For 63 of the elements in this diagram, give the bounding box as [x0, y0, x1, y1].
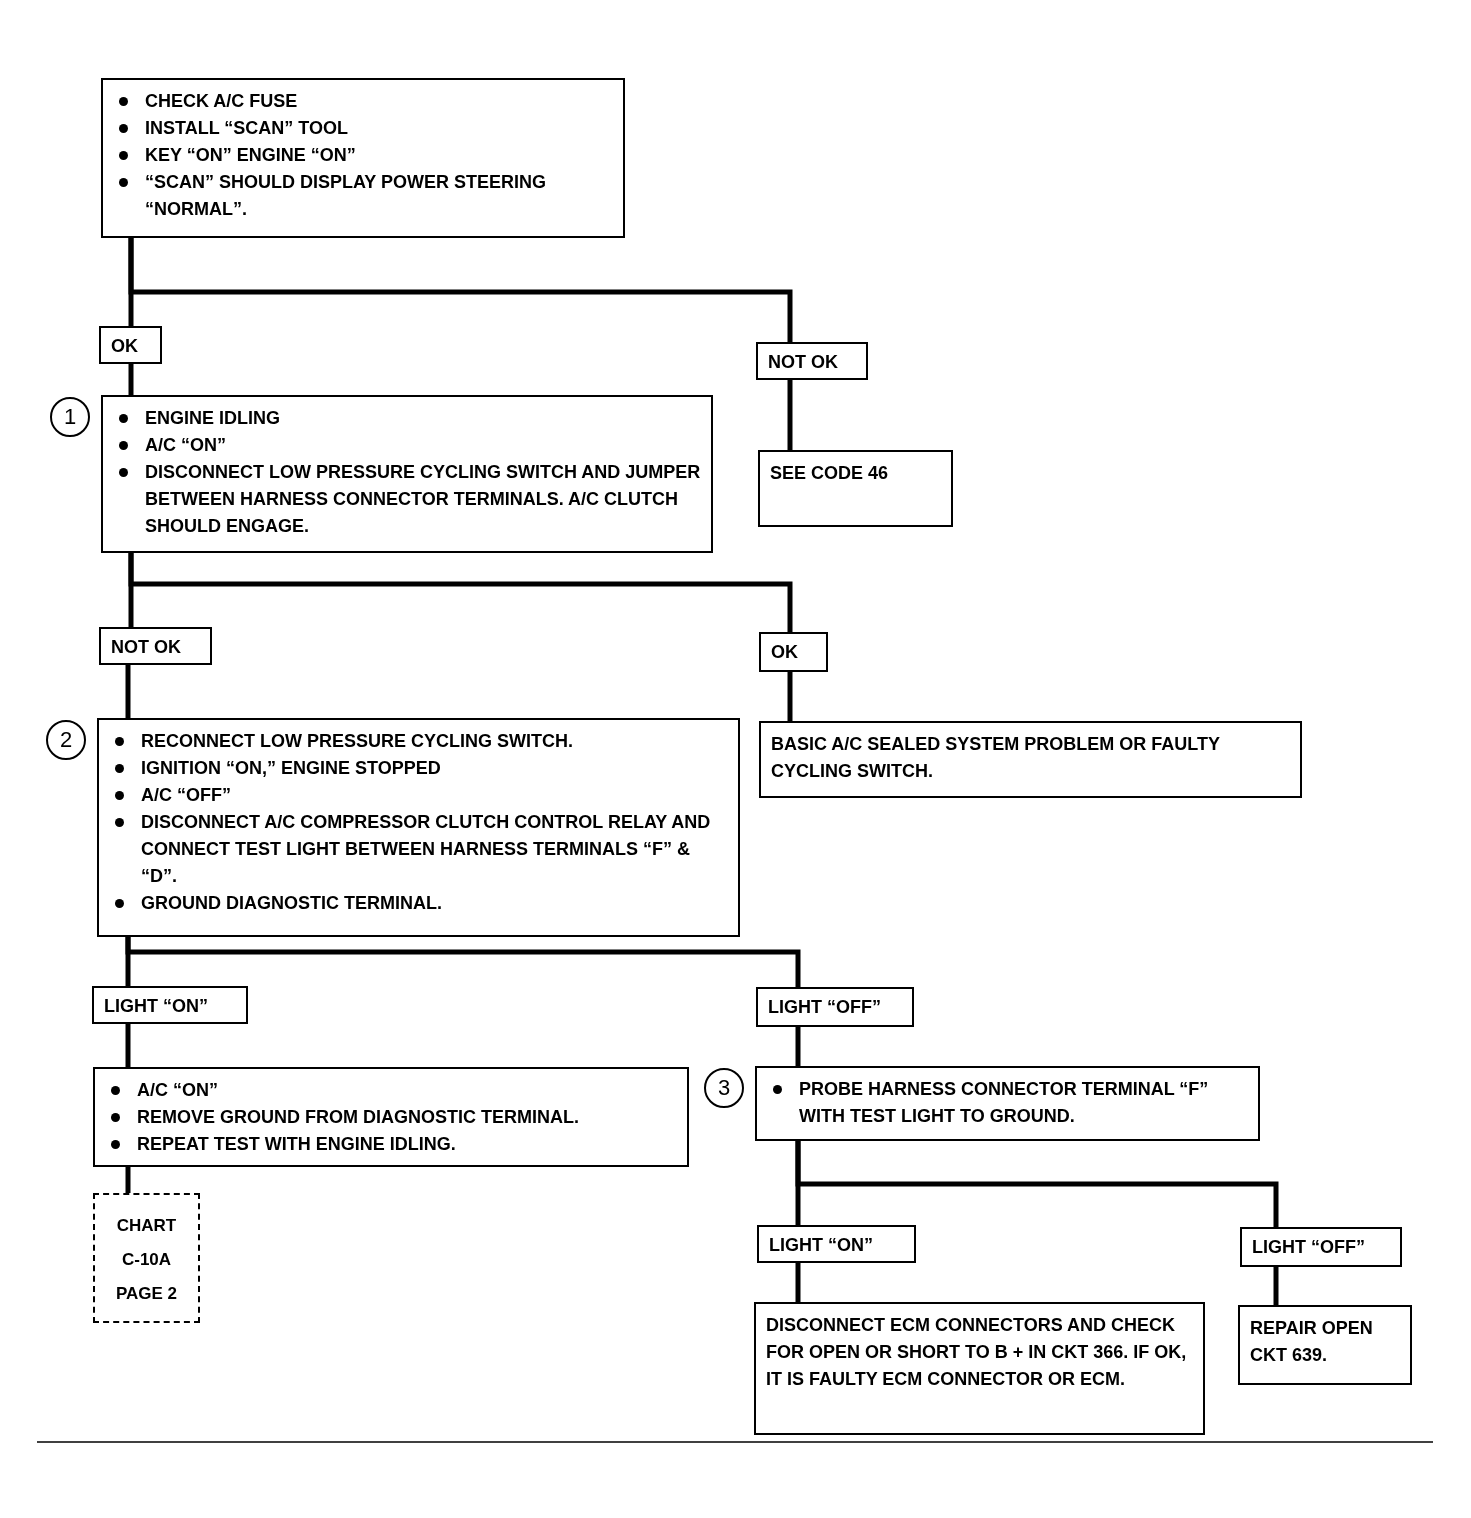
connector-line: [128, 553, 793, 632]
step-text: INSTALL “SCAN” TOOL: [145, 118, 348, 138]
step-text: LIGHT “ON”: [104, 996, 208, 1016]
connector-line: [128, 238, 793, 342]
step-text: IGNITION “ON,” ENGINE STOPPED: [141, 758, 441, 778]
connector-line: [795, 1027, 801, 1066]
step-text: A/C “ON”: [145, 435, 226, 455]
result-tag: [756, 987, 914, 1027]
connector-line: [128, 364, 134, 395]
result-tag: [756, 342, 868, 380]
result-tag: [99, 627, 212, 665]
step-text: DISCONNECT LOW PRESSURE CYCLING SWITCH AND JUMPER BETWEEN HARNESS CONNECTOR TERMINALS. A/C CLUTCH SHOULD ENGAGE.: [145, 462, 701, 536]
reference-box: [93, 1193, 200, 1323]
step-text: CHECK A/C FUSE: [145, 91, 298, 111]
connector-line: [125, 1167, 131, 1193]
connector-line: [795, 1141, 1279, 1227]
action-box: [1238, 1305, 1412, 1385]
connector-line: [795, 1263, 801, 1302]
step-text: NOT OK: [768, 352, 838, 372]
connector-line: [787, 380, 793, 450]
connector-line: [125, 1024, 131, 1067]
step-text: REPAIR OPEN CKT 639.: [1250, 1318, 1373, 1365]
step-box: [93, 1067, 689, 1167]
step-text: LIGHT “OFF”: [1252, 1237, 1365, 1257]
step-text: LIGHT “ON”: [769, 1235, 873, 1255]
step-text: SEE CODE 46: [770, 463, 889, 483]
connector-line: [125, 665, 131, 718]
step-text: REMOVE GROUND FROM DIAGNOSTIC TERMINAL.: [137, 1107, 579, 1127]
step-number: 2: [46, 720, 86, 760]
step-text: PROBE HARNESS CONNECTOR TERMINAL “F” WITH TEST LIGHT TO GROUND.: [799, 1079, 1209, 1126]
step-text: REPEAT TEST WITH ENGINE IDLING.: [137, 1134, 456, 1154]
step-box: [101, 78, 625, 238]
action-box: [754, 1302, 1205, 1435]
action-box: [758, 450, 953, 527]
step-text: LIGHT “OFF”: [768, 997, 881, 1017]
step-number: 3: [704, 1068, 744, 1108]
step-text: DISCONNECT A/C COMPRESSOR CLUTCH CONTROL RELAY AND CONNECT TEST LIGHT BETWEEN HARNESS TERMINALS “F” & “D”.: [141, 812, 711, 886]
step-text: A/C “ON”: [137, 1080, 218, 1100]
connector-line: [787, 672, 793, 721]
connector-line: [125, 937, 801, 987]
result-tag: [99, 326, 162, 364]
action-box: [759, 721, 1302, 798]
step-text: CHART C-10A PAGE 2: [115, 1216, 178, 1303]
step-text: KEY “ON” ENGINE “ON”: [145, 145, 356, 165]
step-text: “SCAN” SHOULD DISPLAY POWER STEERING “NORMAL”.: [145, 172, 547, 219]
step-text: OK: [111, 336, 138, 356]
step-box: [101, 395, 713, 553]
step-text: RECONNECT LOW PRESSURE CYCLING SWITCH.: [141, 731, 573, 751]
step-number: 1: [50, 397, 90, 437]
step-text: OK: [771, 642, 798, 662]
result-tag: [1240, 1227, 1402, 1267]
step-text: BASIC A/C SEALED SYSTEM PROBLEM OR FAULTY CYCLING SWITCH.: [771, 734, 1220, 781]
step-text: DISCONNECT ECM CONNECTORS AND CHECK FOR OPEN OR SHORT TO B + IN CKT 366. IF OK, IT IS FAULTY ECM CONNECTOR OR ECM.: [766, 1315, 1187, 1389]
step-box: [97, 718, 740, 937]
result-tag: [92, 986, 248, 1024]
step-text: ENGINE IDLING: [145, 408, 280, 428]
step-box: [755, 1066, 1260, 1141]
result-tag: [757, 1225, 916, 1263]
step-text: GROUND DIAGNOSTIC TERMINAL.: [141, 893, 442, 913]
step-text: A/C “OFF”: [141, 785, 231, 805]
step-text: NOT OK: [111, 637, 181, 657]
result-tag: [759, 632, 828, 672]
connector-line: [1273, 1267, 1279, 1305]
